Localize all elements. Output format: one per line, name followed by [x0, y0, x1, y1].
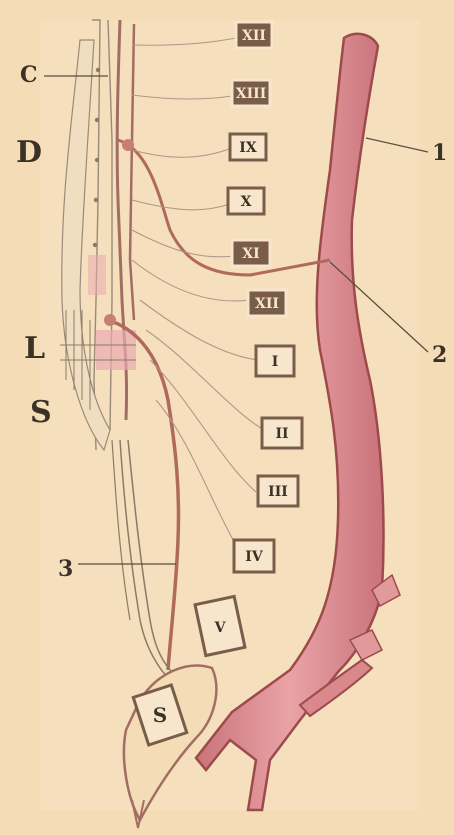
vertebra-label-1: XII: [242, 28, 266, 44]
lumbar-pink-segment: [96, 330, 136, 370]
vertebra-7: I: [256, 346, 294, 376]
vertebra-label-4: X: [241, 194, 252, 210]
vertebra-9: III: [258, 476, 298, 506]
vertebra-label-11: V: [214, 620, 227, 636]
label-3: 3: [58, 556, 73, 582]
label-s: S: [30, 395, 52, 430]
label-1: 1: [432, 140, 447, 166]
vertebra-5: XI: [232, 240, 270, 266]
vertebra-label-8: II: [275, 426, 288, 442]
vertebra-label-9: III: [268, 484, 288, 500]
vertebra-8: II: [262, 418, 302, 448]
vertebra-label-12: S: [153, 703, 167, 727]
vertebra-label-7: I: [272, 354, 279, 370]
thoracic-pink-segment: [88, 255, 106, 295]
vertebra-11: V: [195, 596, 245, 655]
vertebra-6: XII: [248, 290, 286, 316]
vertebra-label-10: IV: [245, 549, 264, 565]
label-d: D: [16, 135, 42, 170]
vertebra-label-6: XII: [255, 296, 279, 312]
label-l: L: [24, 331, 45, 366]
label-2: 2: [432, 342, 447, 368]
vertebra-10: IV: [234, 540, 274, 572]
vertebra-4: X: [228, 188, 264, 214]
vertebra-label-2: XIII: [236, 86, 267, 102]
vertebra-3: IX: [230, 134, 266, 160]
vertebra-1: XII: [236, 22, 272, 48]
ganglion-lower: [104, 314, 116, 326]
vertebra-2: XIII: [232, 80, 270, 106]
vertebra-label-3: IX: [239, 140, 257, 156]
vertebra-label-5: XI: [242, 246, 259, 262]
ganglion-upper: [122, 139, 134, 151]
label-c: C: [20, 62, 38, 88]
